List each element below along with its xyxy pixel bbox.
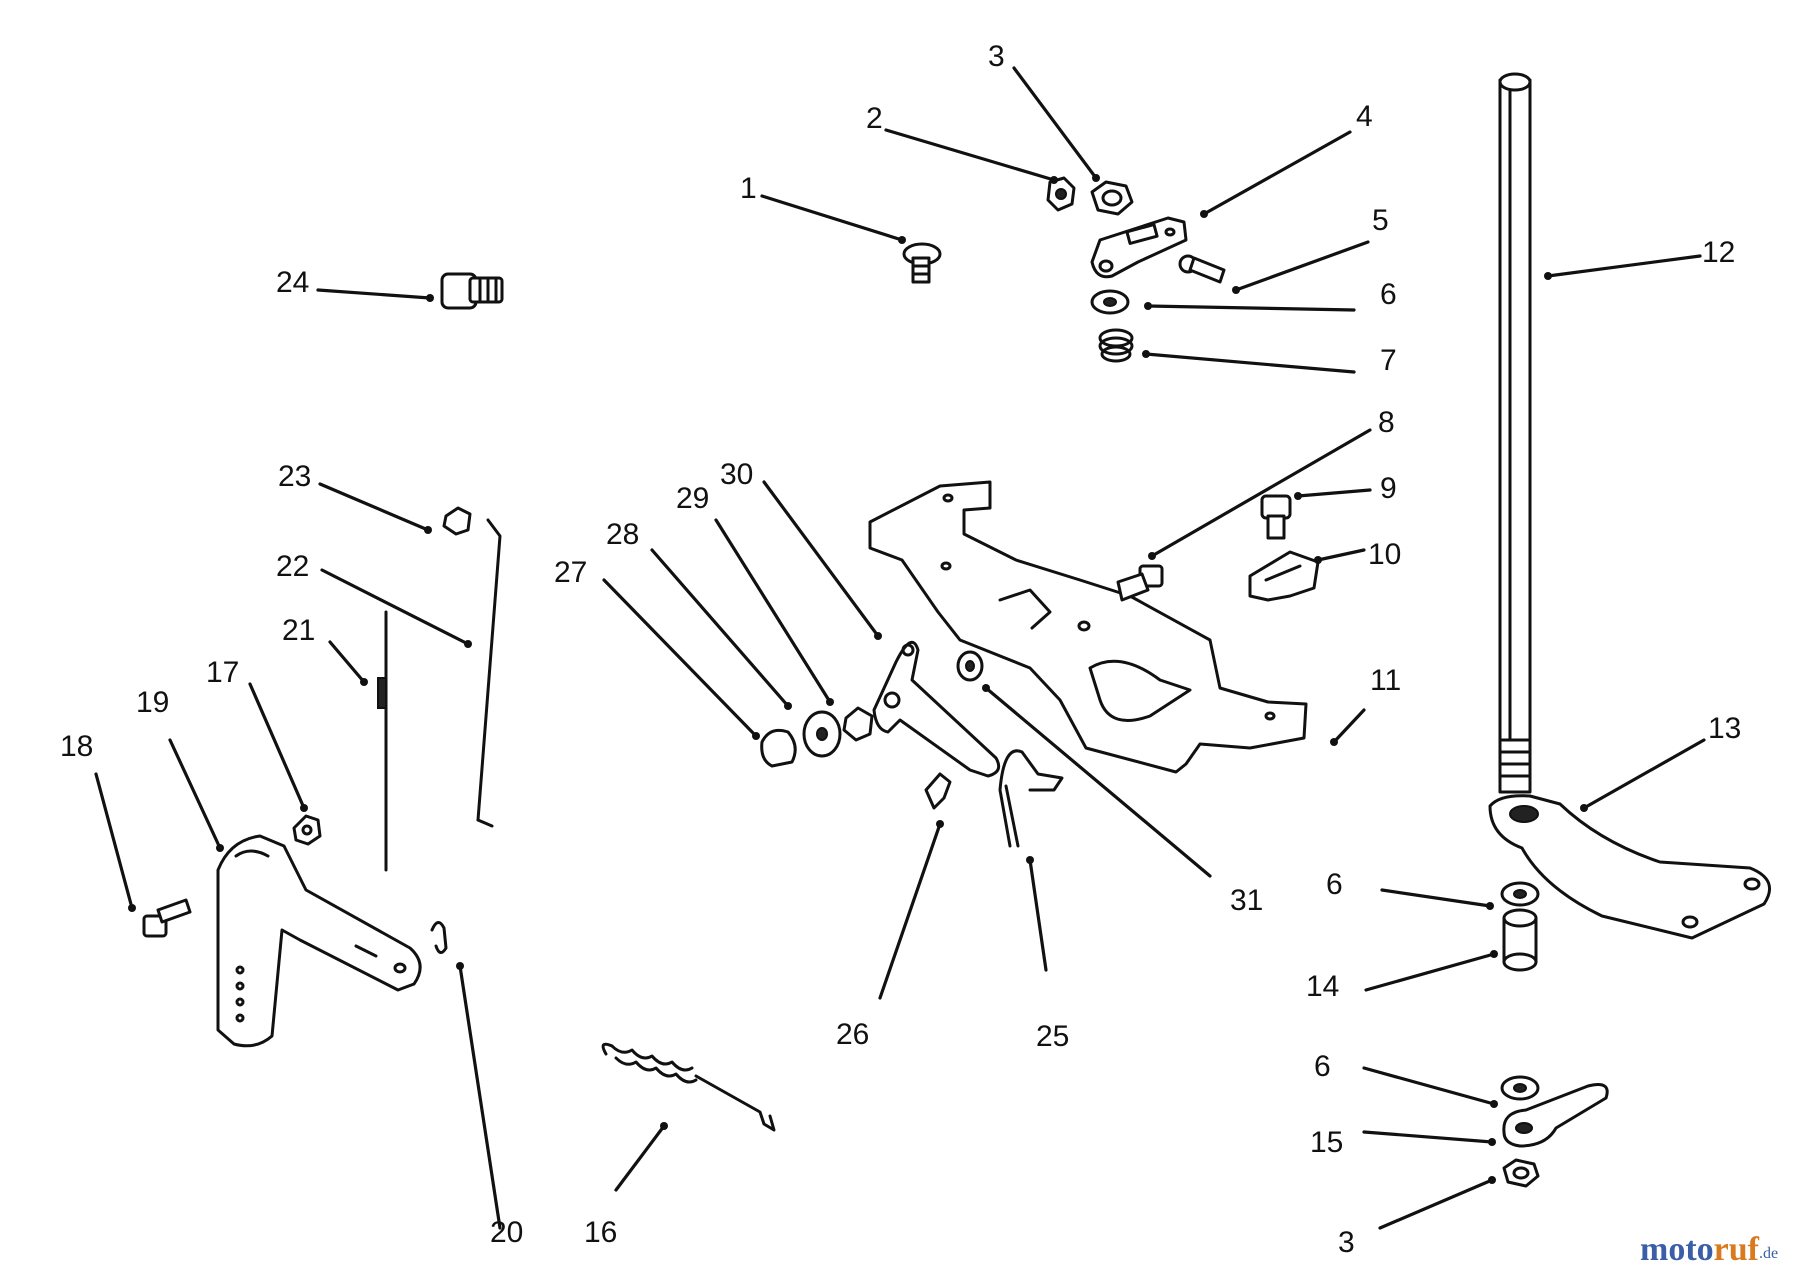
callout-1: 1 bbox=[740, 172, 757, 205]
part-24-bolt bbox=[440, 272, 504, 310]
callout-10: 10 bbox=[1368, 538, 1401, 571]
part-3-hex-nut-bottom bbox=[1502, 1158, 1540, 1188]
part-27-knob bbox=[760, 728, 797, 768]
watermark-logo: motoruf.de bbox=[1640, 1231, 1778, 1268]
callout-9: 9 bbox=[1380, 472, 1397, 505]
callout-2: 2 bbox=[866, 102, 883, 135]
callout-7: 7 bbox=[1380, 344, 1397, 377]
callout-15: 15 bbox=[1310, 1126, 1343, 1159]
part-2-nut bbox=[1046, 176, 1076, 212]
part-3-hex-nut-top bbox=[1090, 180, 1134, 216]
part-20-clip bbox=[430, 921, 448, 954]
part-26-clip bbox=[924, 772, 952, 810]
watermark-part2: ruf bbox=[1714, 1231, 1760, 1268]
part-23-nut bbox=[442, 506, 472, 536]
part-6-washer-mid bbox=[1500, 881, 1540, 907]
part-1-screw bbox=[902, 242, 942, 284]
part-18-screw bbox=[142, 898, 192, 938]
part-main-bracket bbox=[868, 480, 1308, 774]
callout-5: 5 bbox=[1372, 204, 1389, 237]
callout-6-top: 6 bbox=[1380, 278, 1397, 311]
callout-27: 27 bbox=[554, 556, 587, 589]
part-15-tab-washer bbox=[1502, 1083, 1609, 1148]
callout-8: 8 bbox=[1378, 406, 1395, 439]
part-14-spacer bbox=[1502, 908, 1538, 972]
callout-3-bottom: 3 bbox=[1338, 1226, 1355, 1259]
callout-24: 24 bbox=[276, 266, 309, 299]
callout-6-low: 6 bbox=[1314, 1050, 1331, 1083]
callout-17: 17 bbox=[206, 656, 239, 689]
callout-13: 13 bbox=[1708, 712, 1741, 745]
part-16-spring bbox=[601, 1042, 776, 1132]
part-10-clip bbox=[1248, 550, 1320, 602]
part-25-wire-clip bbox=[998, 749, 1064, 848]
callout-14: 14 bbox=[1306, 970, 1339, 1003]
callout-29: 29 bbox=[676, 482, 709, 515]
part-6-washer-top bbox=[1090, 289, 1130, 315]
part-21-wire bbox=[377, 610, 388, 872]
callout-22: 22 bbox=[276, 550, 309, 583]
callout-26: 26 bbox=[836, 1018, 869, 1051]
callout-18: 18 bbox=[60, 730, 93, 763]
callout-28: 28 bbox=[606, 518, 639, 551]
callout-20: 20 bbox=[490, 1216, 523, 1249]
watermark-suffix: .de bbox=[1759, 1245, 1778, 1262]
part-9-bolt bbox=[1260, 494, 1292, 540]
watermark-part1: moto bbox=[1640, 1231, 1714, 1268]
part-13-bracket-plate bbox=[1488, 794, 1772, 940]
part-19-lever bbox=[216, 834, 422, 1048]
part-6-washer-low bbox=[1500, 1075, 1540, 1101]
callout-4: 4 bbox=[1356, 100, 1373, 133]
callout-23: 23 bbox=[278, 460, 311, 493]
callout-labels: 1 2 3 4 5 6 7 8 9 10 11 12 13 6 14 6 15 … bbox=[60, 40, 1741, 1259]
part-31-washer bbox=[956, 650, 984, 682]
part-22-rod bbox=[476, 518, 502, 828]
part-17-nut bbox=[292, 814, 322, 846]
part-12-shaft bbox=[1498, 72, 1532, 794]
part-4-link-plate bbox=[1090, 216, 1188, 279]
callout-21: 21 bbox=[282, 614, 315, 647]
part-8-bolt bbox=[1116, 564, 1164, 602]
callout-11: 11 bbox=[1370, 664, 1401, 697]
svg-text:motoruf.de: motoruf.de bbox=[1640, 1231, 1778, 1268]
callout-16: 16 bbox=[584, 1216, 617, 1249]
callout-3-top: 3 bbox=[988, 40, 1005, 73]
part-30-arm bbox=[872, 640, 1001, 778]
leader-lines bbox=[94, 66, 1706, 1230]
callout-25: 25 bbox=[1036, 1020, 1069, 1053]
callout-19: 19 bbox=[136, 686, 169, 719]
part-5-screw bbox=[1178, 254, 1226, 284]
part-29-nut bbox=[842, 706, 874, 742]
callout-12: 12 bbox=[1702, 236, 1735, 269]
callout-30: 30 bbox=[720, 458, 753, 491]
callout-31: 31 bbox=[1230, 884, 1263, 917]
part-28-washer bbox=[802, 710, 842, 758]
part-7-spring-washer bbox=[1098, 328, 1134, 363]
callout-6-mid: 6 bbox=[1326, 868, 1343, 901]
